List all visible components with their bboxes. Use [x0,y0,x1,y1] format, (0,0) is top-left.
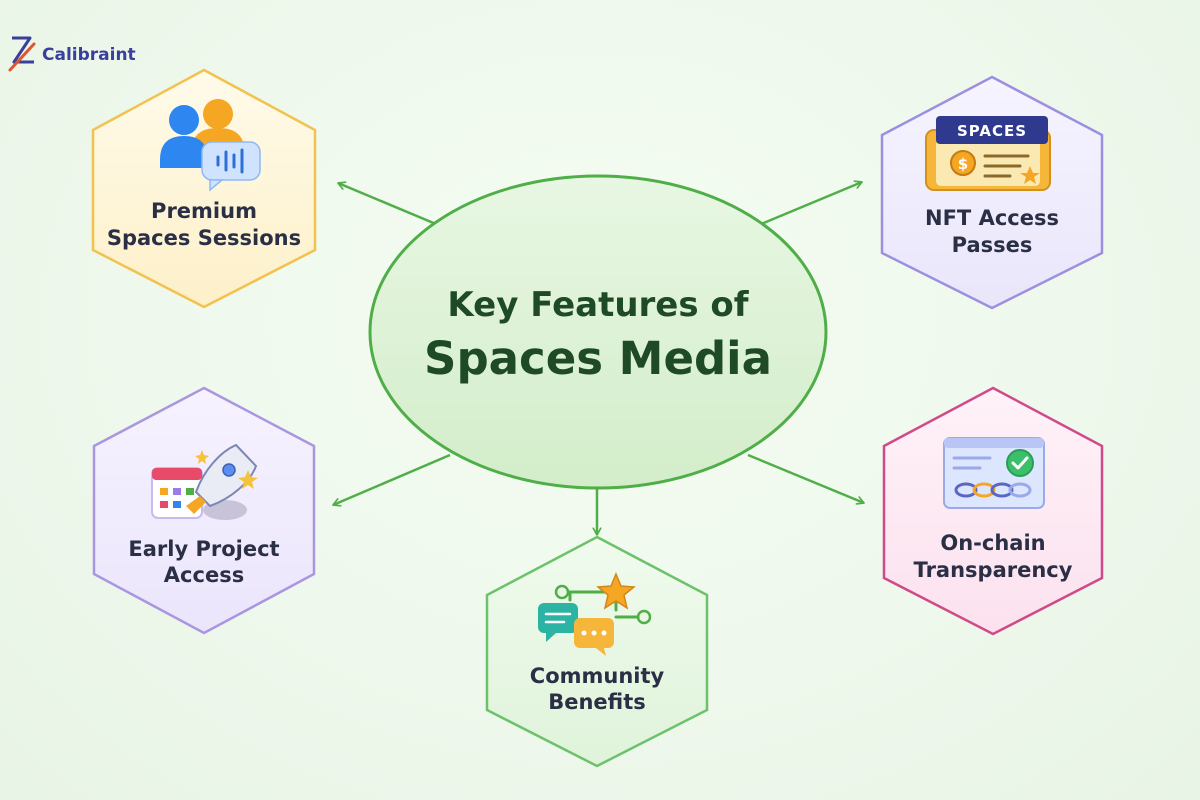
feature-nft-line2: Passes [952,233,1033,257]
arrow-to-onchain [747,453,864,503]
hub-title-line2: Spaces Media [424,332,772,385]
users-audio-icon [160,99,261,192]
hub-title-line1: Key Features of [447,285,749,325]
feature-community-line1: Community [530,664,665,688]
feature-premium-line2: Spaces Sessions [107,226,301,250]
rocket-calendar-icon [151,443,258,520]
feature-onchain[interactable]: On-chain Transparency [882,386,1104,636]
arrow-to-early [333,453,451,505]
feature-community-line2: Benefits [548,690,646,714]
feature-onchain-line1: On-chain [940,531,1045,555]
feature-onchain-line2: Transparency [914,558,1073,582]
feature-early-line2: Access [164,563,244,587]
z-logo-icon [8,36,36,72]
chat-star-icon [538,572,652,656]
ticket-pass-icon: SPACES $ [925,116,1051,191]
feature-premium[interactable]: Premium Spaces Sessions [91,68,317,309]
svg-text:$: $ [958,155,968,173]
brand-logo[interactable]: Calibraint [8,36,136,72]
hub-ellipse: Key Features of Spaces Media [368,174,828,490]
nft-badge-text: SPACES [957,122,1027,140]
chain-check-icon [943,437,1045,509]
feature-early[interactable]: Early Project Access [92,386,316,635]
feature-early-line1: Early Project [128,537,279,561]
feature-nft[interactable]: SPACES $ NFT Access Passes [880,75,1104,310]
feature-nft-line1: NFT Access [925,206,1059,230]
feature-community[interactable]: Community Benefits [485,535,709,768]
brand-name: Calibraint [42,45,136,65]
feature-premium-line1: Premium [151,199,257,223]
